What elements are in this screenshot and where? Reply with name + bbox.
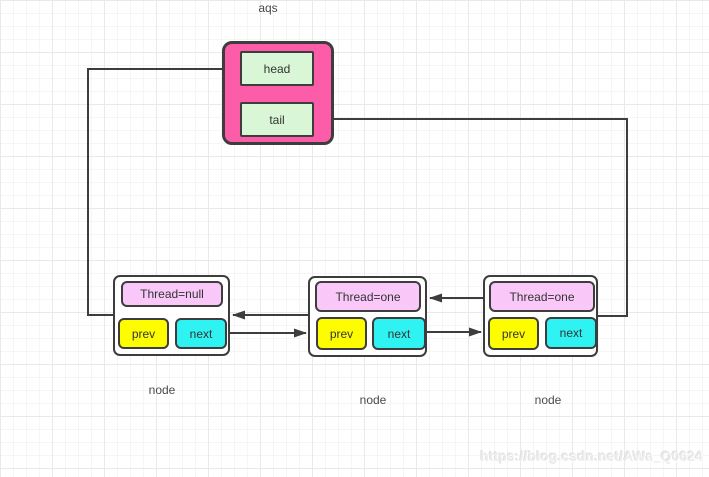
node-caption-3: node: [534, 393, 562, 407]
thread-box: Thread=null: [121, 281, 223, 307]
thread-box: Thread=one: [489, 281, 595, 312]
tail-box: tail: [240, 102, 314, 137]
prev-label: prev: [329, 326, 354, 341]
prev-box: prev: [316, 317, 367, 350]
node-box-2: Thread=one prev next: [308, 276, 427, 357]
watermark: https://blog.csdn.net/AWa_Q0624: [480, 449, 703, 464]
edge-node1-to-head: [87, 64, 238, 316]
prev-box: prev: [118, 318, 169, 349]
thread-box: Thread=one: [315, 281, 421, 312]
prev-label: prev: [131, 326, 156, 341]
node-caption-2: node: [359, 393, 387, 407]
node-box-1: Thread=null prev next: [113, 275, 230, 356]
thread-label: Thread=one: [509, 289, 575, 304]
node-box-3: Thread=one prev next: [483, 275, 598, 357]
next-box: next: [175, 318, 227, 349]
head-box: head: [240, 51, 314, 86]
aqs-label: aqs: [258, 1, 278, 15]
prev-label: prev: [501, 326, 526, 341]
next-label: next: [189, 326, 213, 341]
prev-box: prev: [488, 317, 539, 350]
next-box: next: [372, 317, 426, 350]
edge-node3-to-tail: [318, 114, 628, 317]
aqs-container: head tail: [222, 41, 334, 145]
next-label: next: [559, 326, 583, 340]
next-label: next: [387, 326, 411, 341]
next-box: next: [545, 317, 597, 349]
thread-label: Thread=one: [335, 289, 401, 304]
node-caption-1: node: [148, 383, 176, 397]
tail-label: tail: [269, 112, 285, 127]
head-label: head: [263, 61, 291, 76]
thread-label: Thread=null: [140, 287, 204, 301]
